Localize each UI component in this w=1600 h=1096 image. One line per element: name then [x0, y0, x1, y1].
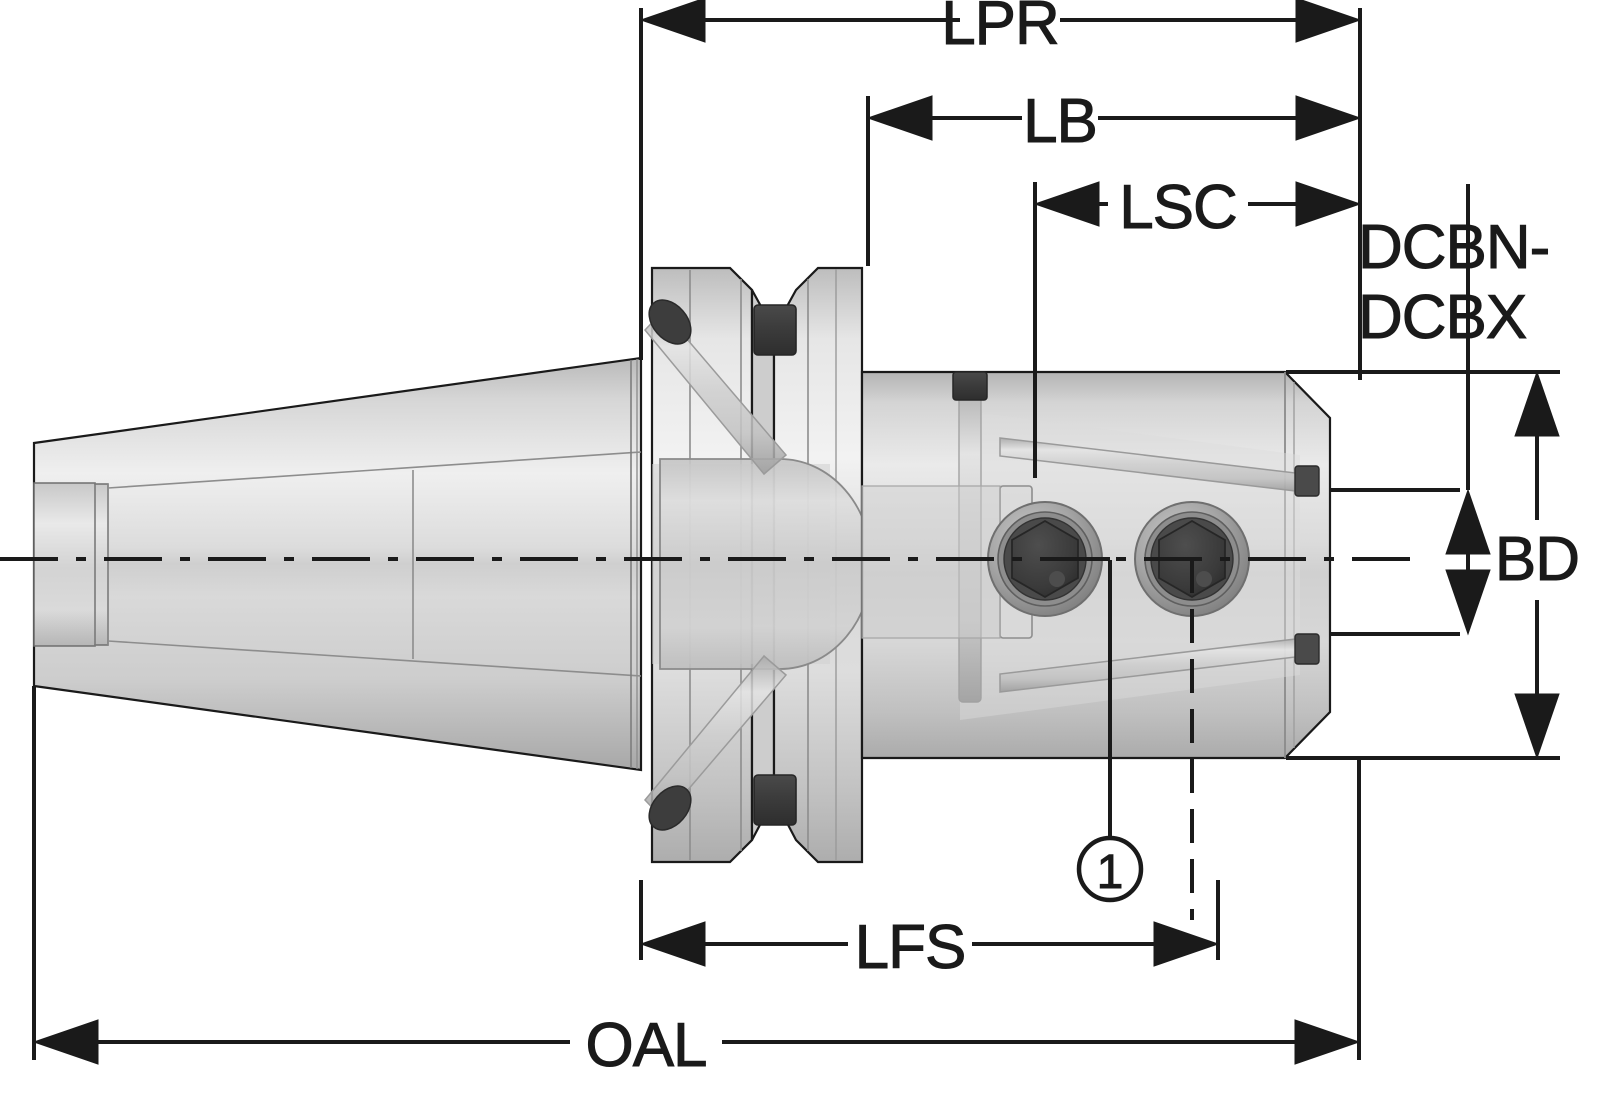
- lfs-arrow-right: [1153, 921, 1220, 967]
- lsc-arrow-right: [1295, 181, 1362, 227]
- dimension-lsc: LSC: [1033, 173, 1362, 243]
- dimension-dcb: [1445, 184, 1491, 636]
- lpr-arrow-left: [639, 0, 706, 43]
- body-bore-band: [861, 485, 1001, 639]
- bd-arrow-bottom: [1514, 693, 1560, 760]
- lsc-arrow-left: [1033, 181, 1100, 227]
- dcb-arrow-bottom: [1445, 569, 1491, 636]
- oal-arrow-right: [1294, 1019, 1361, 1065]
- coolant-plug-top: [753, 304, 797, 356]
- bd-label: BD: [1495, 525, 1579, 594]
- set-screw-1-dimple: [1049, 571, 1065, 587]
- oal-arrow-left: [32, 1019, 99, 1065]
- body-inner-pocket: [960, 410, 1300, 720]
- set-screw-2-dimple: [1196, 571, 1212, 587]
- coolant-plug-body-top: [952, 371, 988, 401]
- coolant-outlet-lower: [1294, 633, 1320, 665]
- taper-outline: [32, 356, 643, 772]
- taper-rear-relief: [33, 482, 109, 647]
- dimension-lpr: LPR: [639, 0, 1362, 59]
- taper-inner-top: [107, 451, 642, 489]
- lfs-arrow-left: [639, 921, 706, 967]
- oal-label: OAL: [585, 1011, 706, 1080]
- lb-label: LB: [1023, 87, 1097, 156]
- bore-nose: [659, 458, 873, 670]
- dimension-oal: OAL: [32, 1011, 1361, 1081]
- lb-arrow-left: [866, 95, 933, 141]
- dcb-arrow-top: [1445, 488, 1491, 555]
- coolant-plug-upper-left: [648, 299, 692, 345]
- lb-arrow-right: [1295, 95, 1362, 141]
- callout-1: 1: [1076, 835, 1144, 903]
- lsc-label: LSC: [1119, 173, 1237, 242]
- flange-assembly: [643, 266, 873, 864]
- bd-arrow-top: [1514, 370, 1560, 437]
- callout-1-number: 1: [1097, 846, 1124, 899]
- dcb-label-line2: DCBX: [1358, 283, 1527, 352]
- coolant-plug-lower-left: [648, 785, 692, 831]
- callout-1-circle: [1076, 835, 1144, 903]
- dimension-lfs: LFS: [639, 913, 1220, 983]
- flange-coolant-drillings: [643, 299, 797, 831]
- dcb-label-line1: DCBN-: [1358, 213, 1549, 282]
- dimension-bd: BD: [1494, 370, 1581, 760]
- taper-shank: [32, 356, 643, 772]
- coolant-plug-bottom: [753, 774, 797, 826]
- coolant-outlet-upper: [1294, 465, 1320, 497]
- lpr-arrow-right: [1295, 0, 1362, 43]
- dimension-lb: LB: [866, 87, 1362, 157]
- taper-inner-bottom: [107, 640, 642, 677]
- lfs-label: LFS: [855, 913, 966, 982]
- dimension-annotations: LPR LB LSC DCBN- DCBX: [32, 0, 1581, 1081]
- lpr-label: LPR: [941, 0, 1059, 58]
- tool-holder-geometry: [32, 266, 1332, 864]
